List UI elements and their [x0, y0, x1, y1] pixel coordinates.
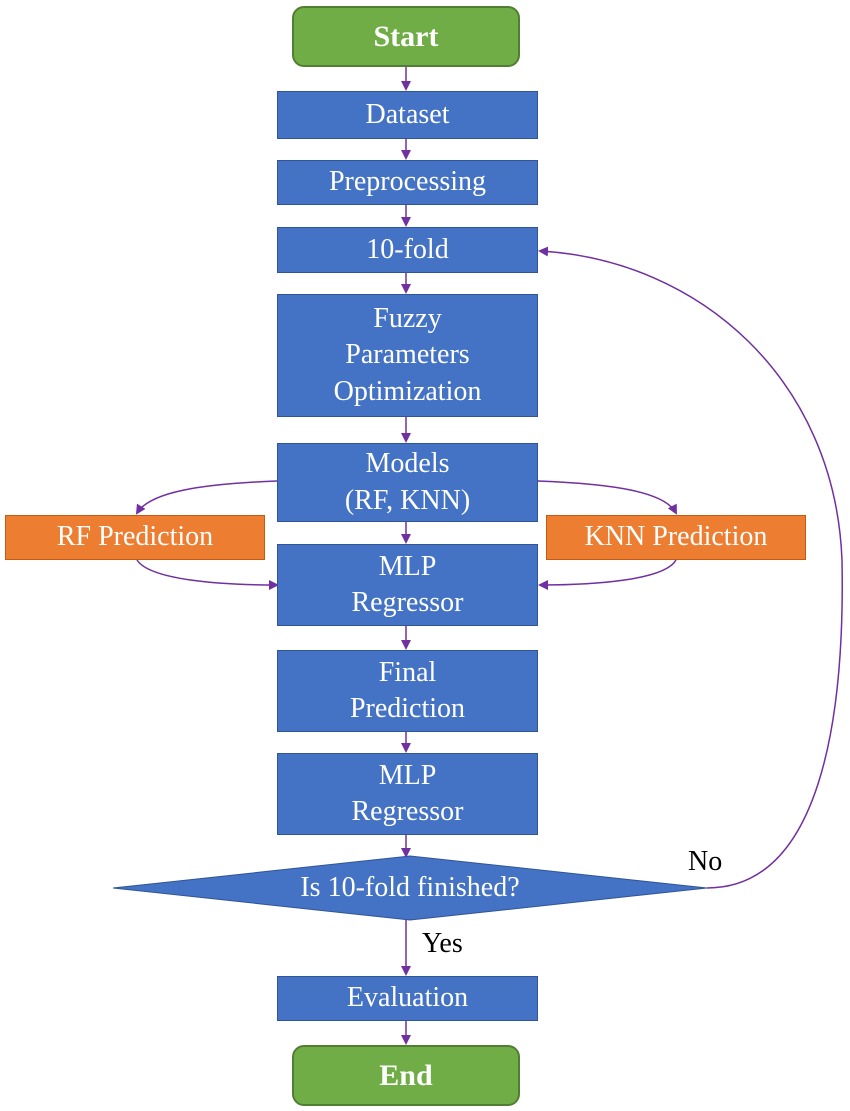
arrow-rf-mlp1	[136, 559, 279, 590]
models-line-2: (RF, KNN)	[344, 484, 471, 516]
fuzzy-optimization-node: Fuzzy Parameters Optimization	[277, 294, 538, 417]
rf-prediction-node: RF Prediction	[5, 515, 265, 560]
evaluation-node: Evaluation	[277, 976, 538, 1021]
tenfold-node: 10-fold	[277, 227, 538, 273]
models-node: Models (RF, KNN)	[277, 443, 538, 522]
mlp2-line-2: Regressor	[351, 796, 464, 827]
mlp-regressor-node-1: MLP Regressor	[277, 544, 538, 626]
fuzzy-line-2: Parameters	[345, 339, 470, 371]
mlp1-line-2: Regressor	[351, 587, 464, 618]
fuzzy-line-1: Fuzzy	[373, 302, 442, 334]
final-line-2: Prediction	[349, 693, 466, 724]
preprocessing-node: Preprocessing	[277, 160, 538, 205]
mlp2-line-1: MLP	[378, 759, 437, 791]
arrow-models-rf	[135, 480, 278, 515]
knn-prediction-node: KNN Prediction	[546, 515, 806, 560]
end-node: End	[292, 1045, 520, 1106]
mlp1-line-1: MLP	[378, 550, 437, 582]
mlp-regressor-node-2: MLP Regressor	[277, 753, 538, 835]
final-line-1: Final	[378, 656, 437, 688]
arrow-knn-mlp1	[538, 559, 677, 590]
dataset-node: Dataset	[277, 91, 538, 139]
arrow-models-knn	[537, 480, 677, 515]
start-node: Start	[292, 6, 520, 67]
no-label: No	[688, 846, 723, 877]
decision-label: Is 10-fold finished?	[300, 872, 520, 903]
arrow-loop-no	[538, 246, 843, 889]
models-line-1: Models	[365, 448, 450, 480]
fuzzy-line-3: Optimization	[333, 375, 482, 407]
final-prediction-node: Final Prediction	[277, 650, 538, 732]
yes-label: Yes	[422, 928, 463, 959]
